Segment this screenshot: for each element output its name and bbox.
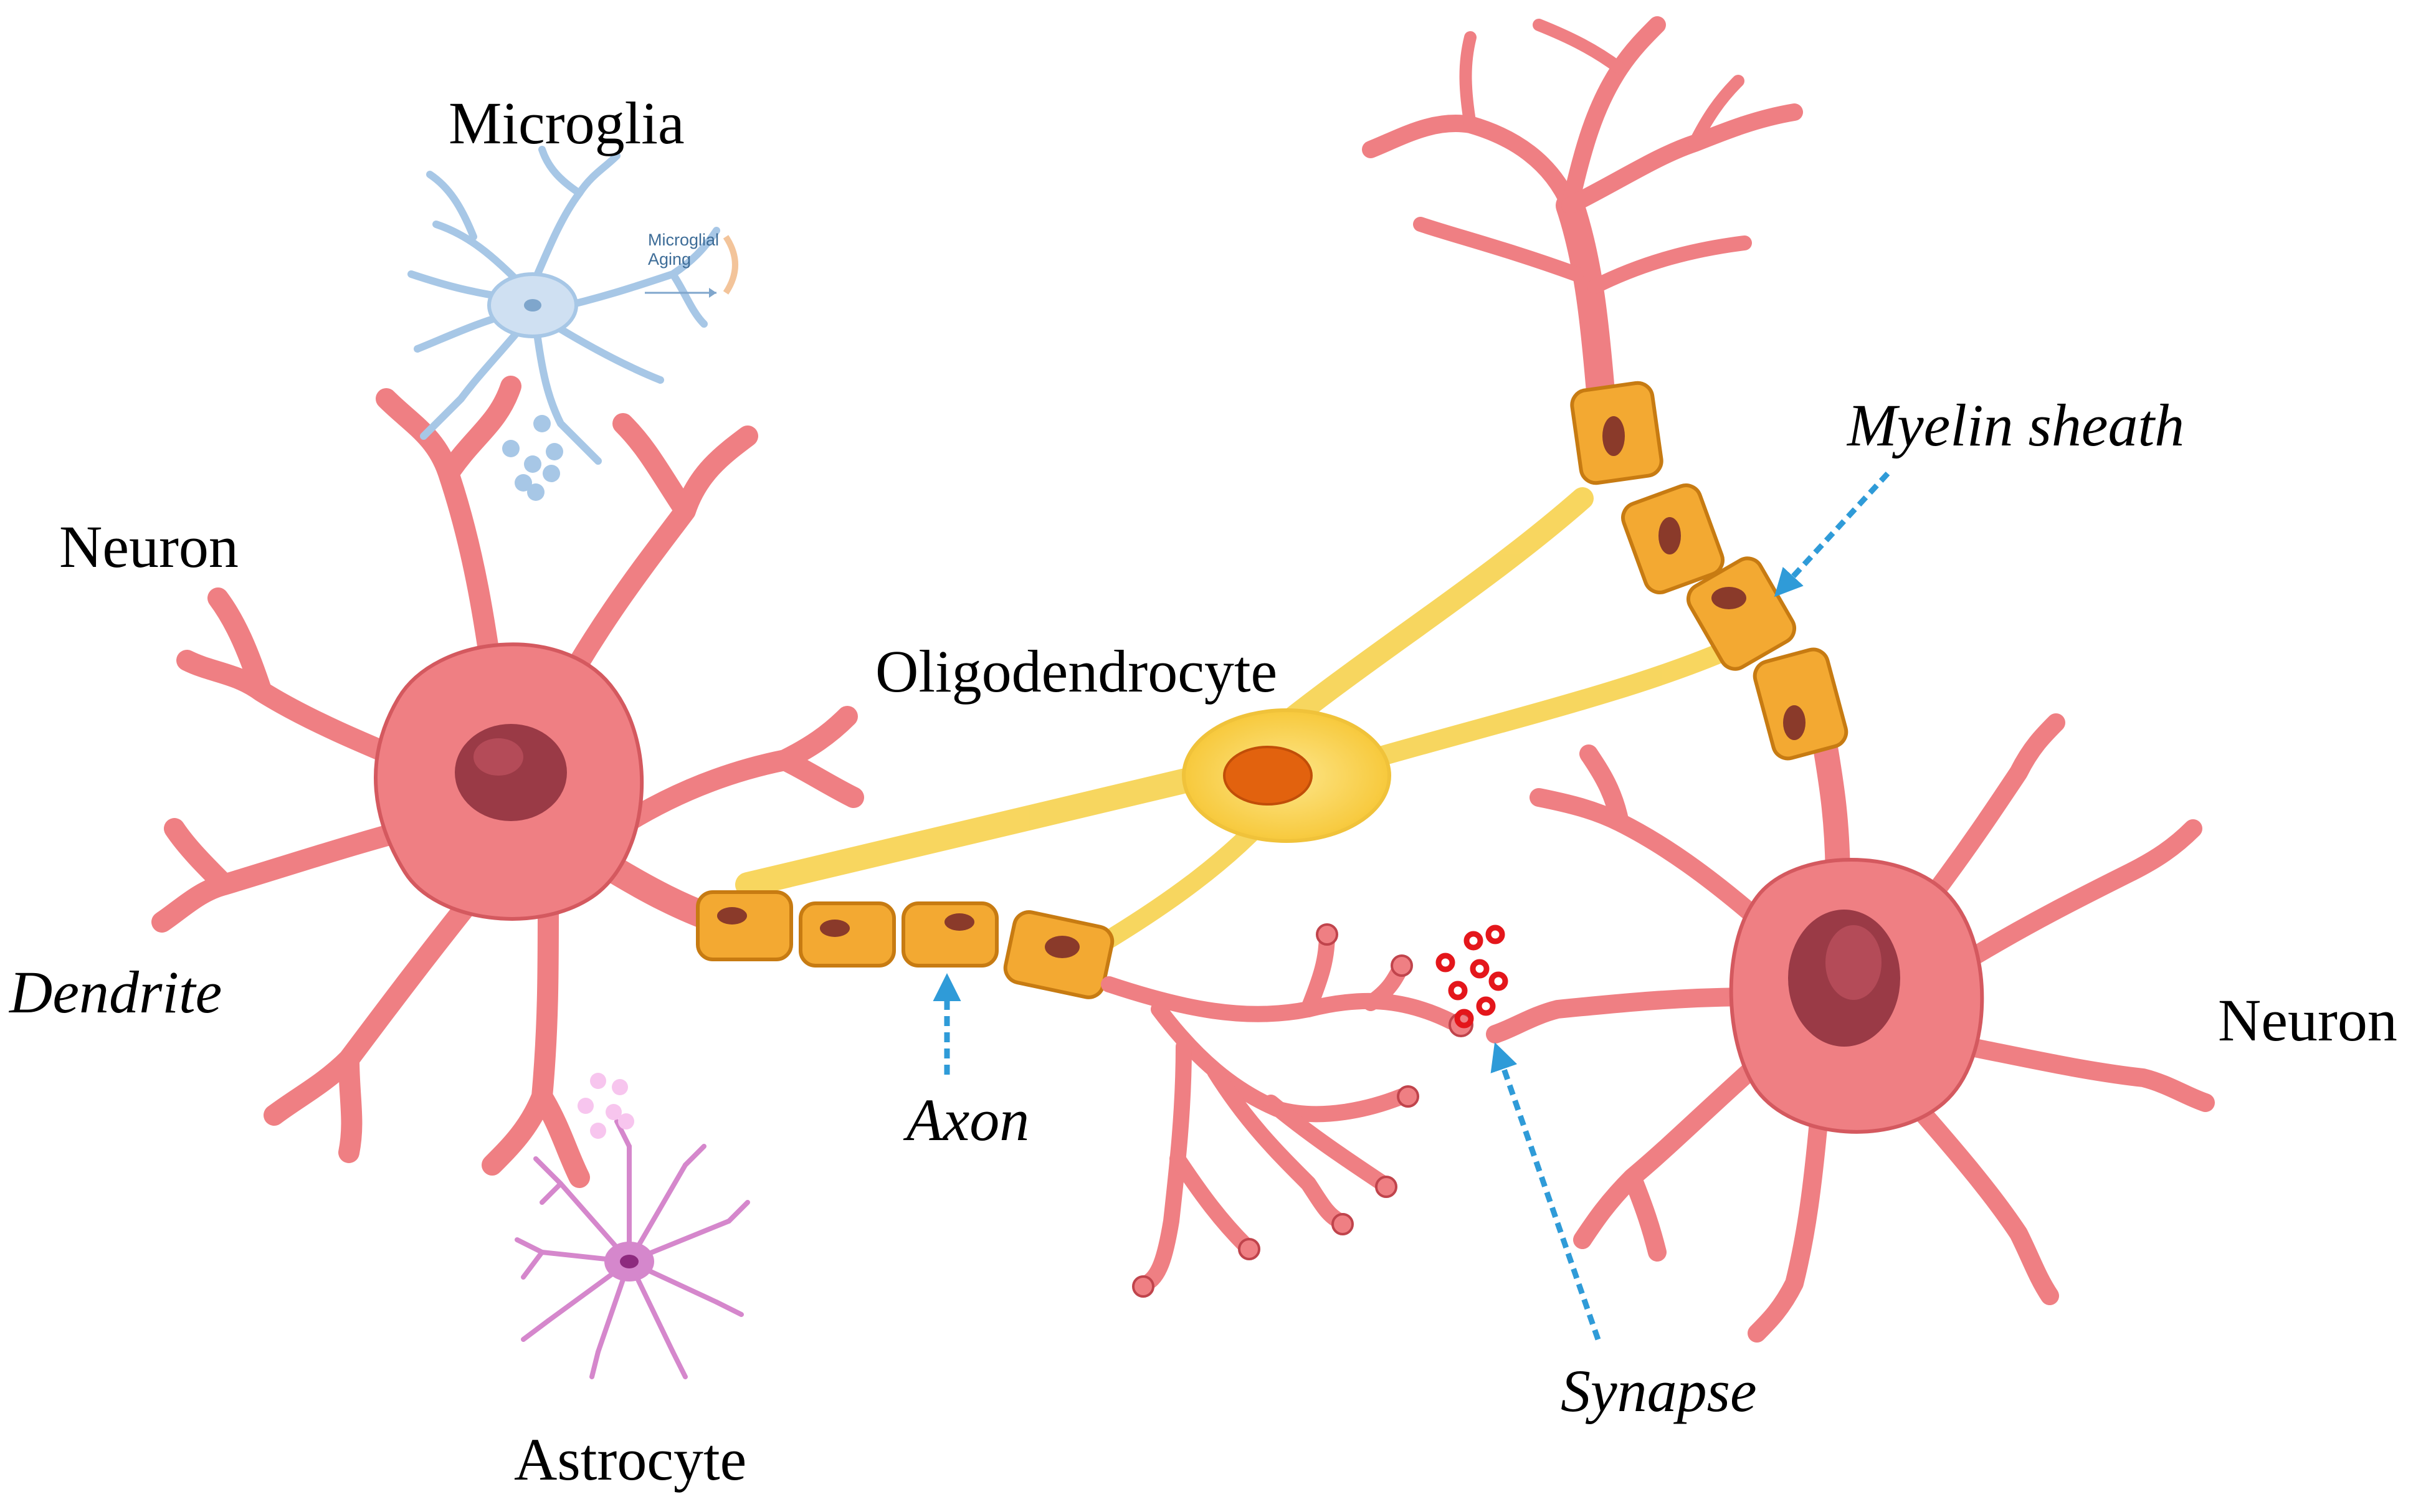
- inset-microglial-aging: Microglial Aging: [648, 231, 719, 269]
- right-neuron: [1362, 16, 2215, 1343]
- label-dendrite: Dendrite: [9, 959, 222, 1025]
- label-neuron-left: Neuron: [59, 513, 239, 580]
- inset-line1: Microglial: [648, 231, 720, 249]
- label-astrocyte: Astrocyte: [514, 1426, 747, 1493]
- left-neuron-nucleolus: [473, 738, 523, 776]
- label-arrows: [933, 471, 1890, 1341]
- synapse-arrow: [1490, 1042, 1601, 1341]
- right-axon-myelin: [1570, 381, 1848, 761]
- microglia-nucleus: [524, 299, 541, 311]
- label-axon: Axon: [906, 1086, 1030, 1153]
- astrocyte-nucleus: [620, 1255, 639, 1268]
- axon-terminal: [1101, 926, 1460, 1291]
- oligodendrocyte-nucleus: [1223, 746, 1313, 806]
- inset-fragment: [723, 235, 738, 295]
- inset-line2: Aging: [648, 250, 692, 269]
- microglia-particles: [502, 415, 563, 501]
- label-synapse: Synapse: [1561, 1357, 1757, 1424]
- label-microglia: Microglia: [449, 90, 685, 156]
- myelin-sheath-arrow: [1774, 471, 1890, 597]
- right-neuron-nucleolus: [1825, 925, 1882, 1000]
- label-myelin-sheath: Myelin sheath: [1847, 392, 2185, 459]
- left-axon-myelin: [696, 890, 1115, 999]
- axon-terminal-buttons: [1132, 923, 1473, 1298]
- synapse-vesicles: [1435, 925, 1508, 1029]
- astrocyte-particles: [578, 1073, 634, 1139]
- astrocyte-cell: [515, 1119, 750, 1379]
- label-neuron-right: Neuron: [2218, 987, 2397, 1053]
- label-oligodendrocyte: Oligodendrocyte: [875, 638, 1278, 705]
